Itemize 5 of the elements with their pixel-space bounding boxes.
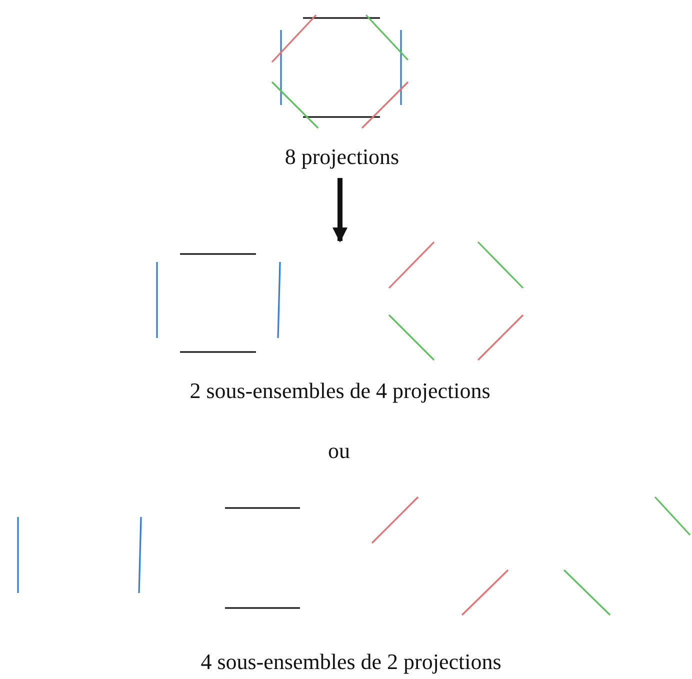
projection-caption: 8 projections bbox=[284, 144, 400, 169]
projection-caption: 2 sous-ensembles de 4 projections bbox=[190, 378, 490, 403]
projection-caption: 4 sous-ensembles de 2 projections bbox=[200, 649, 502, 674]
conjunction-text: ou bbox=[328, 438, 350, 464]
arrow bbox=[332, 178, 348, 242]
